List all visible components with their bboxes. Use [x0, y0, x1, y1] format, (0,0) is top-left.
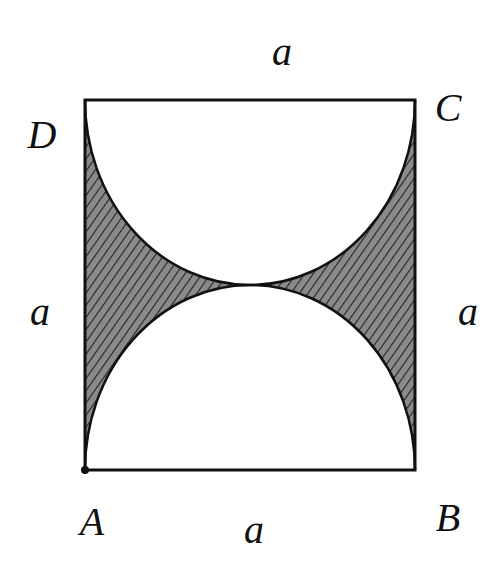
side-length: a: [244, 510, 264, 550]
square: [85, 100, 415, 470]
shaded-region: [85, 100, 250, 470]
vertex-dot: [81, 466, 89, 474]
vertex-label: B: [436, 498, 460, 538]
upper-arc: [85, 100, 415, 285]
lower-arc: [85, 285, 415, 470]
shaded-region: [250, 100, 415, 470]
vertex-label: C: [435, 88, 462, 128]
vertex-label: D: [28, 115, 57, 155]
side-length: a: [458, 292, 478, 332]
side-length: a: [272, 32, 292, 72]
vertex-label: A: [80, 502, 104, 542]
side-length: a: [30, 292, 50, 332]
